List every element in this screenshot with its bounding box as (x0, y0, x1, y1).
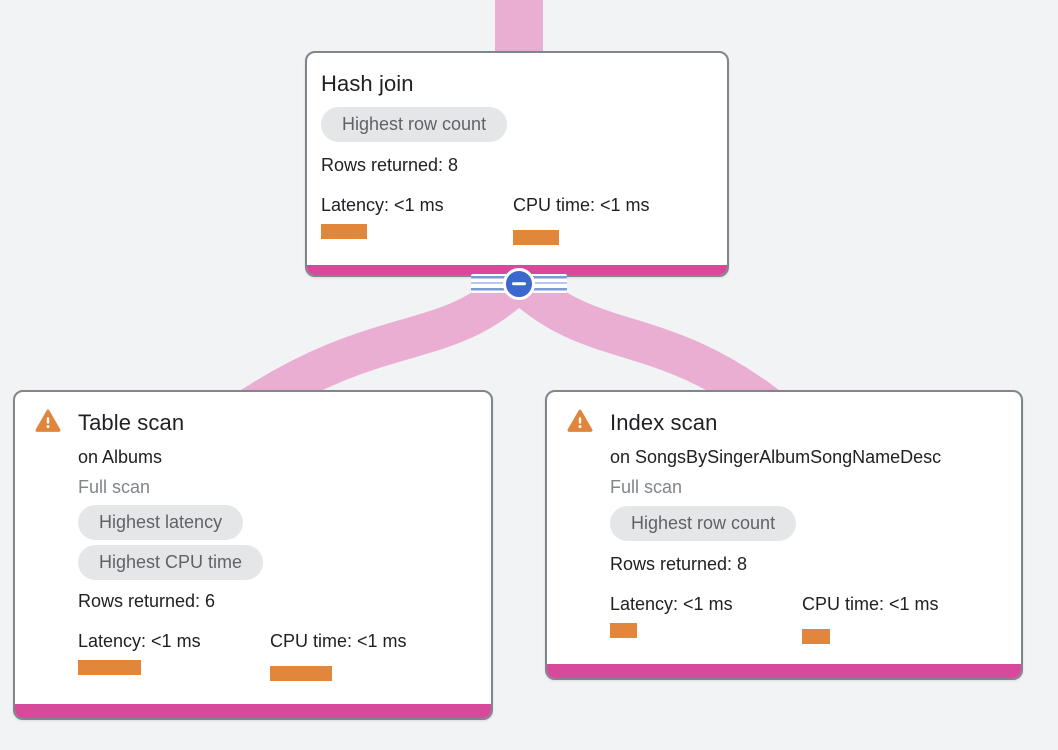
cpu-label: CPU time: <1 ms (270, 631, 407, 651)
latency-bar (610, 623, 637, 638)
cpu-bar (270, 666, 332, 681)
node-title: Hash join (321, 71, 414, 96)
cpu-metric: CPU time: <1 ms (270, 629, 462, 681)
cpu-metric: CPU time: <1 ms (513, 193, 705, 245)
cpu-label: CPU time: <1 ms (513, 195, 650, 215)
edge-to-index-scan (507, 268, 785, 426)
metrics-row: Latency: <1 ms CPU time: <1 ms (610, 592, 1005, 644)
latency-label: Latency: <1 ms (610, 594, 733, 614)
latency-label: Latency: <1 ms (78, 631, 201, 651)
latency-metric: Latency: <1 ms (78, 629, 270, 681)
plan-node-hash-join[interactable]: Hash join Highest row count Rows returne… (305, 51, 729, 277)
latency-label: Latency: <1 ms (321, 195, 444, 215)
latency-bar (78, 660, 141, 675)
latency-bar (321, 224, 367, 239)
node-subtitle: on SongsBySingerAlbumSongNameDesc (610, 447, 942, 467)
rows-returned-text: Rows returned: 6 (78, 591, 216, 611)
badge-stack: Highest latency Highest CPU time (78, 505, 475, 580)
rows-returned-text: Rows returned: 8 (321, 155, 459, 175)
cpu-label: CPU time: <1 ms (802, 594, 939, 614)
full-scan-note: Full scan (610, 477, 683, 497)
badge-row: Highest row count (321, 103, 711, 144)
node-title: Index scan (610, 410, 718, 435)
minus-icon[interactable] (503, 267, 535, 300)
node-accent-bar (547, 664, 1021, 678)
latency-metric: Latency: <1 ms (321, 193, 513, 245)
node-title: Table scan (78, 410, 185, 435)
node-accent-bar (15, 704, 491, 718)
cpu-bar (513, 230, 559, 245)
badge-row: Highest row count (610, 502, 1005, 543)
metrics-row: Latency: <1 ms CPU time: <1 ms (321, 193, 711, 245)
node-subtitle: on Albums (78, 447, 163, 467)
metrics-row: Latency: <1 ms CPU time: <1 ms (78, 629, 475, 681)
cpu-bar (802, 629, 830, 644)
plan-node-table-scan[interactable]: Table scan on Albums Full scan Highest l… (13, 390, 493, 720)
full-scan-note: Full scan (78, 477, 151, 497)
warning-triangle-icon (567, 408, 593, 434)
badge-highest-cpu-time: Highest CPU time (78, 545, 264, 580)
plan-node-index-scan[interactable]: Index scan on SongsBySingerAlbumSongName… (545, 390, 1023, 680)
edge-to-table-scan (235, 268, 531, 427)
rows-returned-text: Rows returned: 8 (610, 554, 748, 574)
cpu-metric: CPU time: <1 ms (802, 592, 994, 644)
badge-highest-row-count: Highest row count (321, 107, 508, 142)
collapse-children-button[interactable] (471, 267, 567, 300)
badge-highest-row-count: Highest row count (610, 506, 797, 541)
badge-highest-latency: Highest latency (78, 505, 244, 540)
latency-metric: Latency: <1 ms (610, 592, 802, 644)
warning-triangle-icon (35, 408, 61, 434)
edge-parent-trunk (495, 0, 543, 54)
